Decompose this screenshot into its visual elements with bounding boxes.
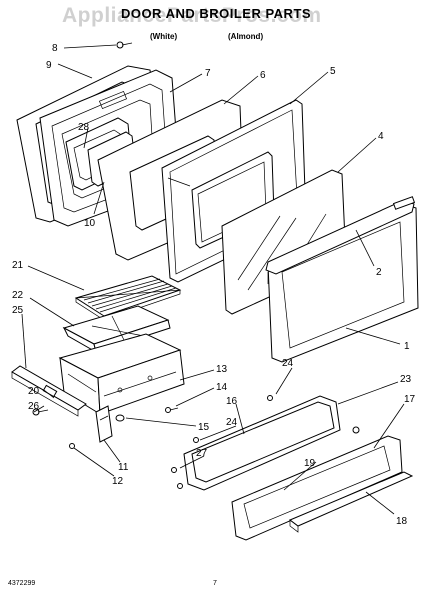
drawer-side-rail-part <box>11 365 87 417</box>
callout-1: 1 <box>404 341 410 352</box>
callout-11: 11 <box>118 462 129 473</box>
diagram-title: DOOR AND BROILER PARTS <box>120 6 312 21</box>
broiler-door-trim-part <box>289 471 414 533</box>
broiler-drawer-part <box>58 333 185 415</box>
callout-8: 8 <box>52 43 58 54</box>
color-almond-label: (Almond) <box>228 32 264 41</box>
callout-leader-lines <box>21 44 405 515</box>
callout-14: 14 <box>216 382 228 393</box>
drawer-bracket-part <box>69 405 113 449</box>
broiler-door-inner-part <box>183 395 360 491</box>
callout-19: 19 <box>304 458 316 469</box>
callout-28: 28 <box>78 122 90 133</box>
callout-13: 13 <box>216 364 228 375</box>
screw-part-14 <box>165 407 179 413</box>
callout-2: 2 <box>376 267 382 278</box>
callout-25: 25 <box>12 305 24 316</box>
broiler-grid-part <box>74 275 182 321</box>
callout-7: 7 <box>205 68 211 79</box>
callout-labels: 8 9 7 6 5 4 2 1 28 10 21 22 25 13 14 15 … <box>12 43 416 527</box>
callout-17: 17 <box>404 394 416 405</box>
document-number: 4372299 <box>8 580 36 587</box>
callout-27: 27 <box>196 448 208 459</box>
callout-4: 4 <box>378 131 384 142</box>
callout-6: 6 <box>260 70 266 81</box>
callout-12: 12 <box>112 476 124 487</box>
screw-part-8 <box>116 41 133 49</box>
callout-18: 18 <box>396 516 408 527</box>
callout-22: 22 <box>12 290 24 301</box>
page-number: 7 <box>213 580 217 587</box>
callout-24-upper: 24 <box>282 358 294 369</box>
callout-24-lower: 24 <box>226 417 238 428</box>
callout-15: 15 <box>198 422 210 433</box>
bushing-part-15 <box>115 414 125 422</box>
screw-part-26 <box>32 408 49 416</box>
callout-9: 9 <box>46 60 52 71</box>
callout-26: 26 <box>28 401 40 412</box>
watermark: AppliancePartsPros.com <box>62 4 322 27</box>
callout-16: 16 <box>226 396 238 407</box>
callout-5: 5 <box>330 66 336 77</box>
color-white-label: (White) <box>150 32 178 41</box>
callout-21: 21 <box>12 260 24 271</box>
callout-20: 20 <box>28 386 40 397</box>
broiler-door-outer-part <box>171 435 403 541</box>
callout-23: 23 <box>400 374 412 385</box>
callout-10: 10 <box>84 218 96 229</box>
